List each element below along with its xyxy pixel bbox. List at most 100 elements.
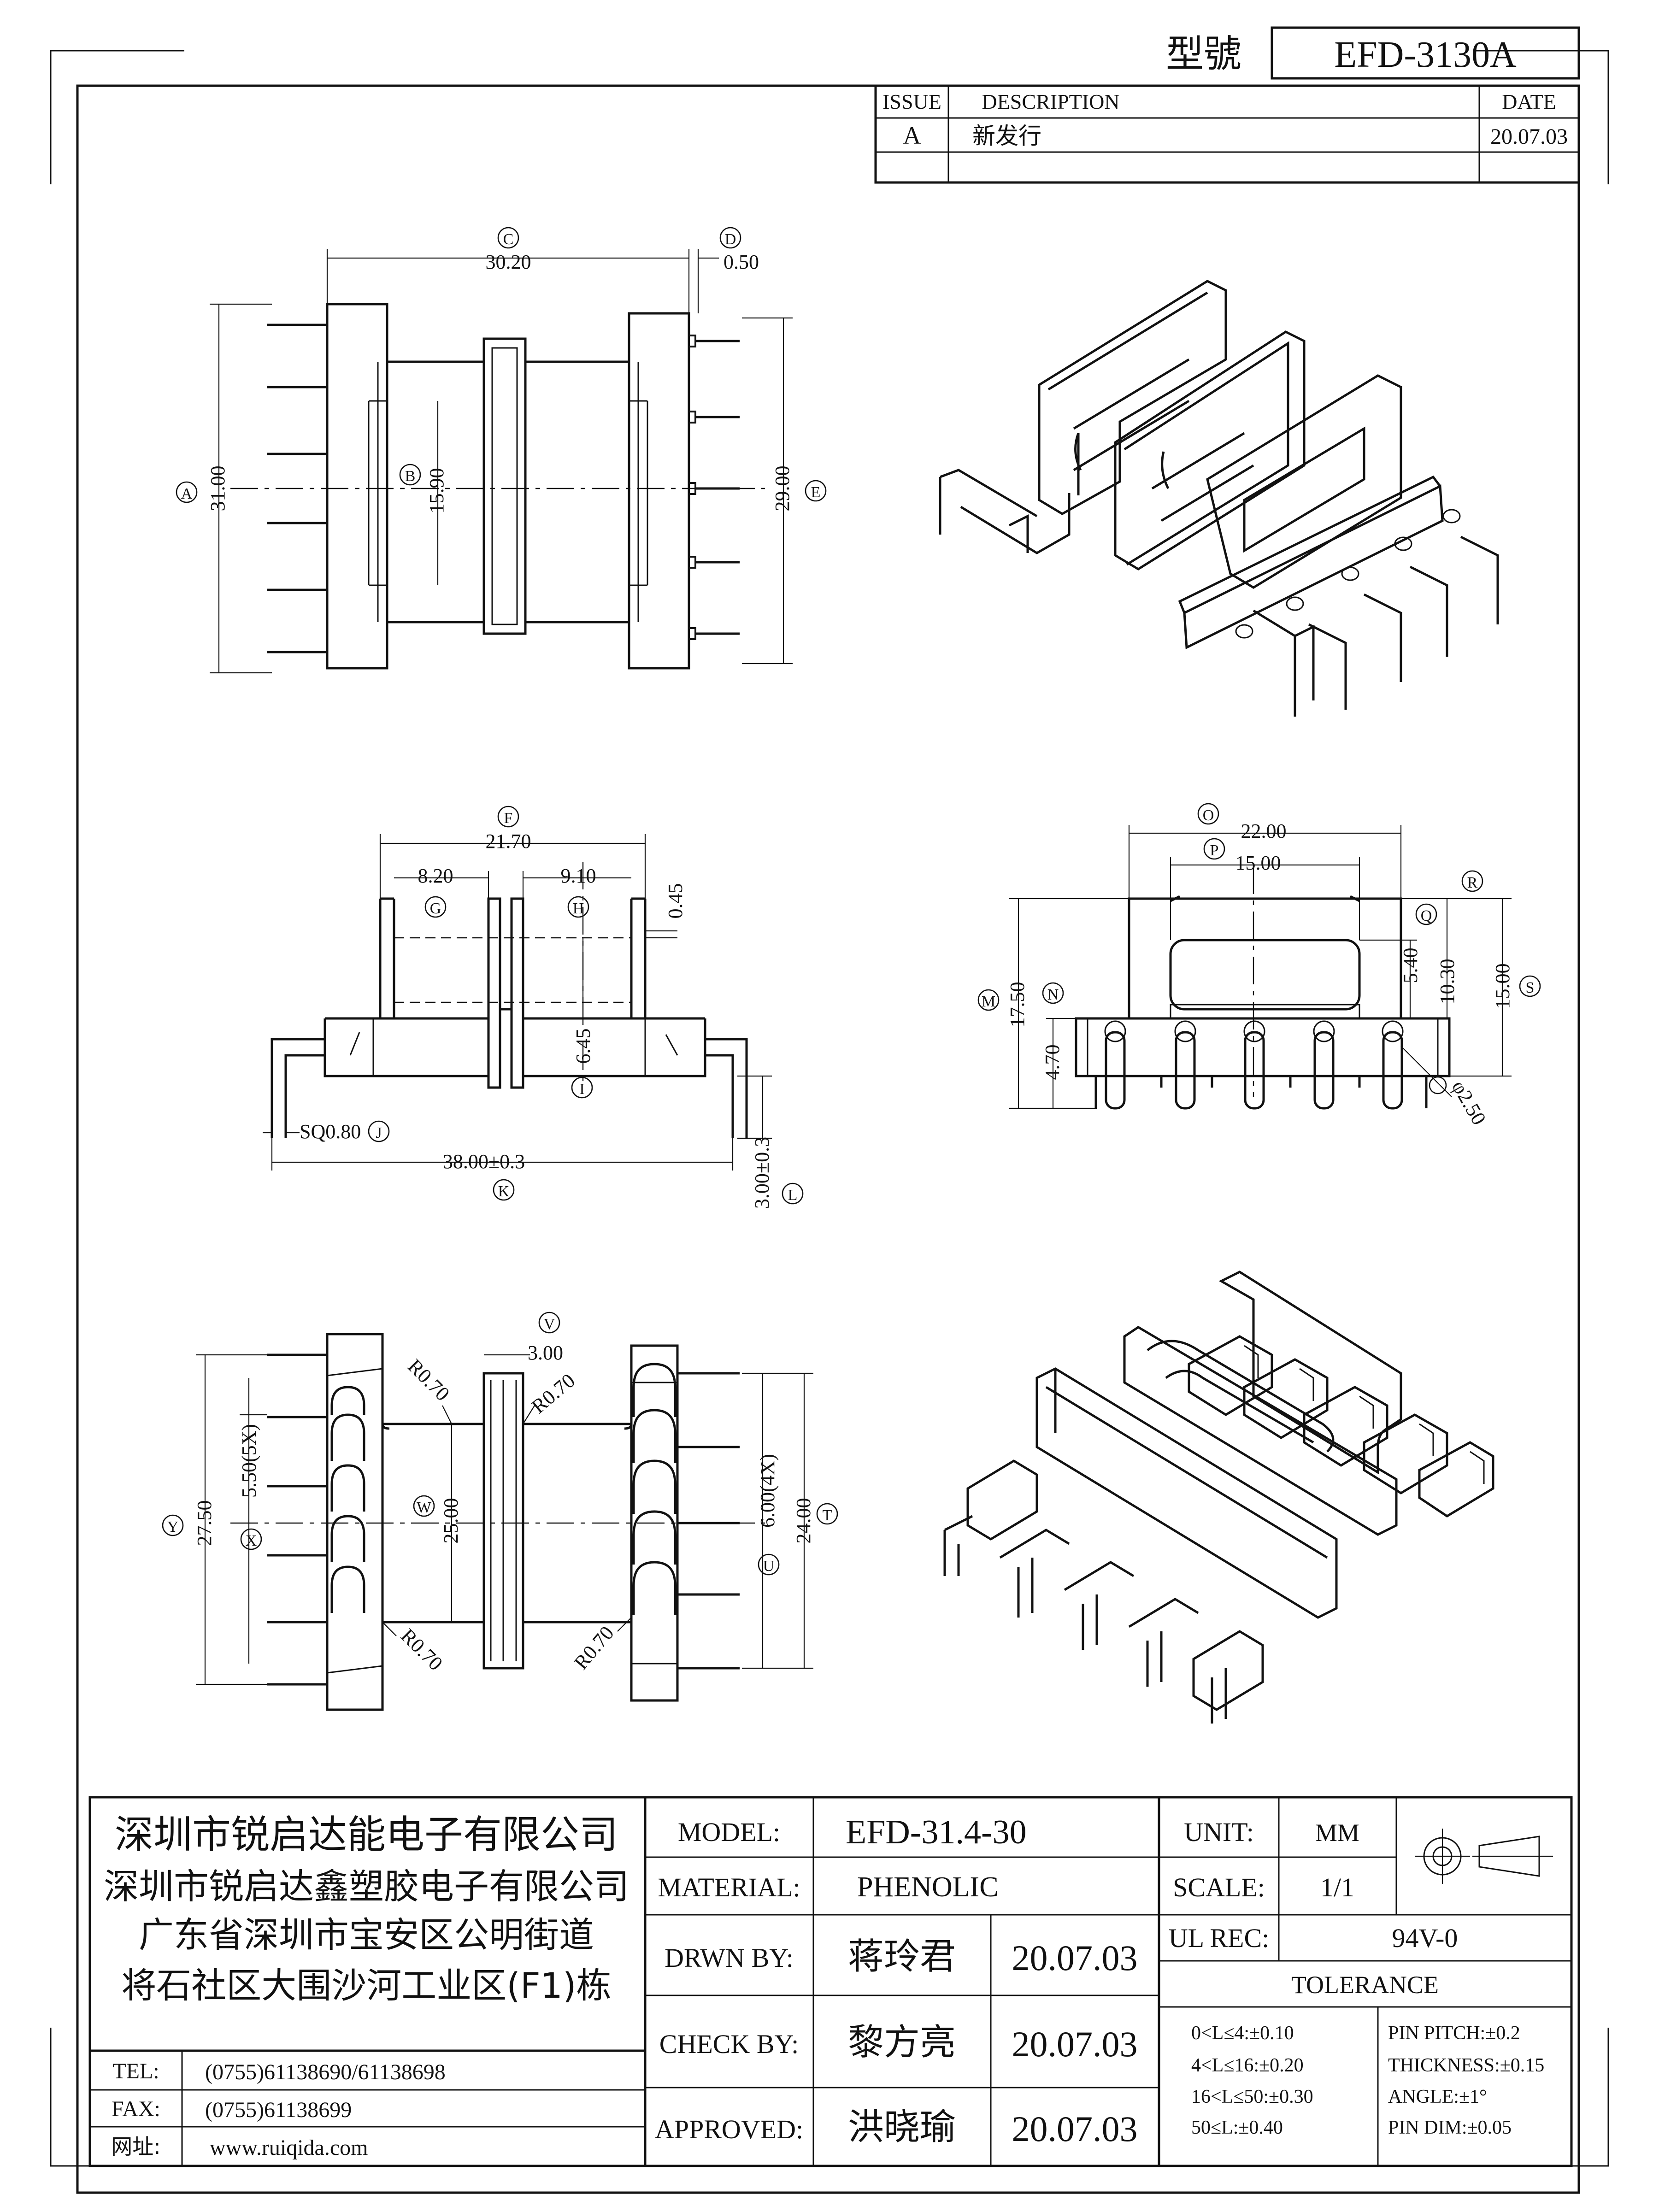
ul-label: UL REC: xyxy=(1169,1923,1270,1953)
tel-value: (0755)61138690/61138698 xyxy=(205,2060,446,2084)
dim-S: 15.00 xyxy=(1491,964,1514,1009)
drawn-name: 蒋玲君 xyxy=(848,1936,956,1977)
svg-text:S: S xyxy=(1526,979,1535,996)
tol-right-3: ANGLE:±1° xyxy=(1388,2086,1487,2107)
dim-K: 38.00±0.3 xyxy=(443,1150,525,1173)
dim-D: 0.50 xyxy=(724,251,759,273)
dim-J: SQ0.80 xyxy=(300,1120,361,1143)
iso-view-bottom xyxy=(943,1271,1494,1724)
dim-L: 3.00±0.3 xyxy=(751,1137,773,1209)
svg-text:M: M xyxy=(982,993,995,1010)
company-line-3: 广东省深圳市宝安区公明街道 xyxy=(139,1914,594,1955)
dim-R: 10.30 xyxy=(1436,959,1459,1005)
rev-row-date: 20.07.03 xyxy=(1490,124,1568,149)
approved-name: 洪晓瑜 xyxy=(848,2106,956,2148)
svg-text:W: W xyxy=(417,1499,432,1516)
dim-B: 15.90 xyxy=(425,468,448,514)
dim-C: 30.20 xyxy=(486,251,531,273)
dim-pin-dia: φ2.50 xyxy=(1447,1077,1491,1129)
dim-r2: R0.70 xyxy=(527,1369,579,1418)
fax-label: FAX: xyxy=(112,2097,160,2121)
svg-text:E: E xyxy=(811,484,821,501)
front-view: F 21.70 8.20 G 9.10 H 0.45 6.45 I SQ0.80… xyxy=(263,806,804,1209)
svg-text:K: K xyxy=(498,1183,510,1200)
tel-label: TEL: xyxy=(112,2059,159,2083)
drawn-date: 20.07.03 xyxy=(1012,1938,1138,1978)
dim-E: 29.00 xyxy=(771,466,794,512)
dim-A: 31.00 xyxy=(206,466,229,512)
iso-view-top xyxy=(939,280,1499,717)
check-date: 20.07.03 xyxy=(1012,2024,1138,2064)
dim-T: 24.00 xyxy=(792,1498,815,1544)
check-name: 黎方亮 xyxy=(848,2022,956,2063)
svg-text:N: N xyxy=(1047,986,1059,1003)
tolerance-label: TOLERANCE xyxy=(1291,1971,1439,1999)
material-label: MATERIAL: xyxy=(658,1872,800,1902)
unit-value: MM xyxy=(1315,1819,1359,1847)
svg-text:V: V xyxy=(544,1316,555,1333)
dim-W: 25.00 xyxy=(440,1498,462,1544)
rev-row-issue: A xyxy=(903,122,921,149)
drawn-label: DRWN BY: xyxy=(665,1943,794,1973)
dim-I: 6.45 xyxy=(572,1029,594,1064)
company-line-1: 深圳市锐启达能电子有限公司 xyxy=(115,1812,618,1857)
rev-header-description: DESCRIPTION xyxy=(982,90,1119,113)
tol-left-4: 50≤L:±0.40 xyxy=(1191,2117,1283,2138)
rev-row-description: 新发行 xyxy=(972,123,1041,149)
web-label: 网址: xyxy=(111,2134,161,2159)
model-header: 型號 EFD-3130A xyxy=(1166,26,1580,80)
dim-U: 6.00(4X) xyxy=(756,1454,779,1528)
tol-left-1: 0<L≤4:±0.10 xyxy=(1191,2023,1294,2044)
tol-left-2: 4<L≤16:±0.20 xyxy=(1191,2055,1304,2076)
svg-text:D: D xyxy=(725,231,736,248)
dim-P: 15.00 xyxy=(1235,852,1281,874)
dim-H: 9.10 xyxy=(561,865,596,887)
dim-r4: R0.70 xyxy=(570,1622,618,1674)
revision-table: ISSUE DESCRIPTION DATE A 新发行 20.07.03 xyxy=(874,84,1580,184)
dim-Q: 5.40 xyxy=(1399,948,1422,983)
scale-label: SCALE: xyxy=(1173,1872,1265,1902)
dim-F: 21.70 xyxy=(486,830,531,853)
fax-value: (0755)61138699 xyxy=(205,2098,352,2122)
ul-value: 94V-0 xyxy=(1392,1923,1458,1953)
svg-text:Q: Q xyxy=(1421,907,1432,924)
company-line-2: 深圳市锐启达鑫塑胶电子有限公司 xyxy=(104,1866,629,1907)
svg-text:X: X xyxy=(246,1532,257,1549)
svg-text:L: L xyxy=(788,1187,798,1204)
title-block: 深圳市锐启达能电子有限公司 深圳市锐启达鑫塑胶电子有限公司 广东省深圳市宝安区公… xyxy=(88,1796,1573,2167)
svg-text:Y: Y xyxy=(167,1518,179,1535)
dim-M: 17.50 xyxy=(1006,982,1029,1028)
scale-value: 1/1 xyxy=(1320,1872,1354,1902)
web-value: www.ruiqida.com xyxy=(210,2136,368,2160)
svg-text:J: J xyxy=(376,1124,382,1141)
model-header-value: EFD-3130A xyxy=(1334,35,1517,75)
svg-text:H: H xyxy=(573,900,584,917)
svg-text:B: B xyxy=(405,468,416,485)
svg-text:R: R xyxy=(1467,874,1478,891)
tol-right-2: THICKNESS:±0.15 xyxy=(1388,2055,1544,2076)
top-view: C 30.20 D 0.50 A 31.00 B 15.90 E 29.00 xyxy=(176,227,827,674)
side-view: O 22.00 P 15.00 Q 5.40 R 10.30 S 15.00 M xyxy=(977,803,1541,1129)
svg-text:P: P xyxy=(1210,842,1219,859)
dim-O: 22.00 xyxy=(1241,820,1287,842)
approved-date: 20.07.03 xyxy=(1012,2109,1138,2149)
model-header-label: 型號 xyxy=(1166,32,1241,76)
dim-r1: R0.70 xyxy=(403,1355,454,1406)
model-value: EFD-31.4-30 xyxy=(846,1813,1027,1851)
dim-G: 8.20 xyxy=(418,865,453,887)
tol-left-3: 16<L≤50:±0.30 xyxy=(1191,2086,1313,2107)
svg-text:F: F xyxy=(504,810,513,827)
svg-text:I: I xyxy=(579,1081,584,1098)
dim-N: 4.70 xyxy=(1041,1045,1064,1080)
svg-text:A: A xyxy=(181,485,193,502)
bottom-view: V 3.00 W 25.00 X 5.50(5X) Y 27.50 U 6.00… xyxy=(162,1312,838,1711)
tol-right-4: PIN DIM:±0.05 xyxy=(1388,2117,1512,2138)
dim-045: 0.45 xyxy=(664,883,687,919)
dim-V: 3.00 xyxy=(528,1341,563,1364)
dim-X: 5.50(5X) xyxy=(238,1424,260,1498)
svg-text:G: G xyxy=(430,900,441,917)
sheet-frame xyxy=(50,50,1609,2194)
tol-right-1: PIN PITCH:±0.2 xyxy=(1388,2023,1520,2044)
